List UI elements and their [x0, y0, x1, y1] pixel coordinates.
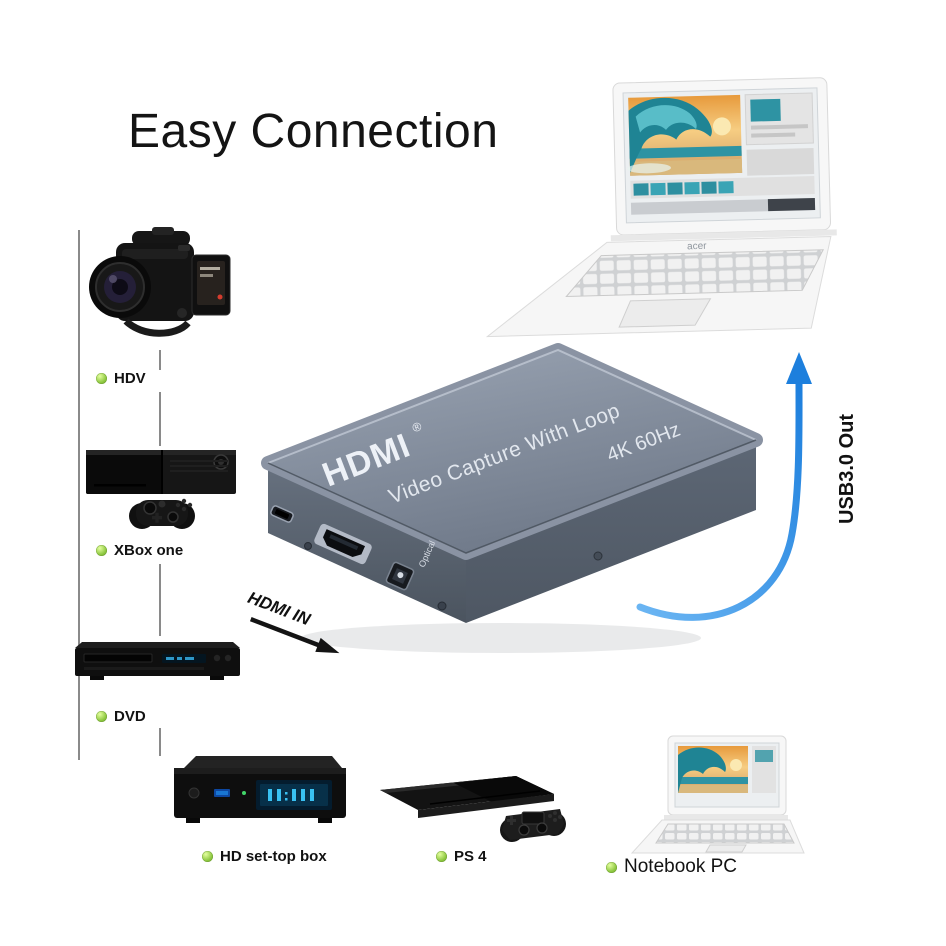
label-hdv: HDV — [96, 370, 146, 387]
green-dot-icon — [606, 861, 617, 873]
green-dot-icon — [96, 373, 107, 384]
label-ps4-text: PS 4 — [454, 848, 487, 865]
micro-usb-port — [270, 505, 294, 523]
page-title: Easy Connection — [128, 105, 499, 158]
connector-line — [159, 728, 161, 756]
settop-display-digits — [268, 789, 314, 801]
label-hdv-text: HDV — [114, 370, 146, 387]
video-editor-preview — [627, 94, 743, 176]
green-dot-icon — [202, 851, 213, 862]
settop-box-illustration — [174, 756, 346, 823]
connector-line — [159, 350, 161, 370]
usb-out-label: USB3.0 Out — [836, 413, 858, 524]
label-xbox-one-text: XBox one — [114, 542, 184, 559]
dvd-player-illustration — [75, 642, 240, 680]
label-hd-settop-box: HD set-top box — [202, 848, 327, 865]
ps4-controller — [500, 809, 566, 842]
connector-line — [159, 392, 161, 446]
label-hd-settop-box-text: HD set-top box — [220, 848, 327, 865]
green-dot-icon — [436, 851, 447, 862]
hdmi-port — [314, 523, 372, 565]
green-dot-icon — [96, 545, 107, 556]
black-arrow-right-icon — [249, 617, 340, 654]
ps4-illustration — [380, 776, 566, 842]
left-rail-line — [78, 230, 80, 760]
laptop-illustration: acer — [485, 77, 837, 338]
label-notebook-pc-text: Notebook PC — [624, 856, 738, 877]
capture-device-illustration: HDMI ® Video Capture With Loop 4K 60Hz O… — [261, 343, 763, 653]
notebook-illustration — [630, 735, 805, 854]
label-dvd-text: DVD — [114, 708, 146, 725]
label-xbox-one: XBox one — [96, 542, 183, 559]
camcorder-illustration — [89, 227, 231, 337]
laptop-brand-text: acer — [687, 241, 707, 253]
xbox-controller — [129, 498, 195, 529]
label-dvd: DVD — [96, 708, 146, 725]
optical-port — [385, 561, 415, 591]
hdmi-in-arrow: HDMI IN — [238, 588, 352, 662]
label-ps4: PS 4 — [436, 848, 487, 865]
blue-usb-arrow-icon — [636, 352, 812, 621]
green-dot-icon — [96, 711, 107, 722]
label-notebook-pc: Notebook PC — [606, 856, 737, 878]
xbox-console-illustration — [86, 450, 236, 529]
connector-line — [159, 564, 161, 636]
